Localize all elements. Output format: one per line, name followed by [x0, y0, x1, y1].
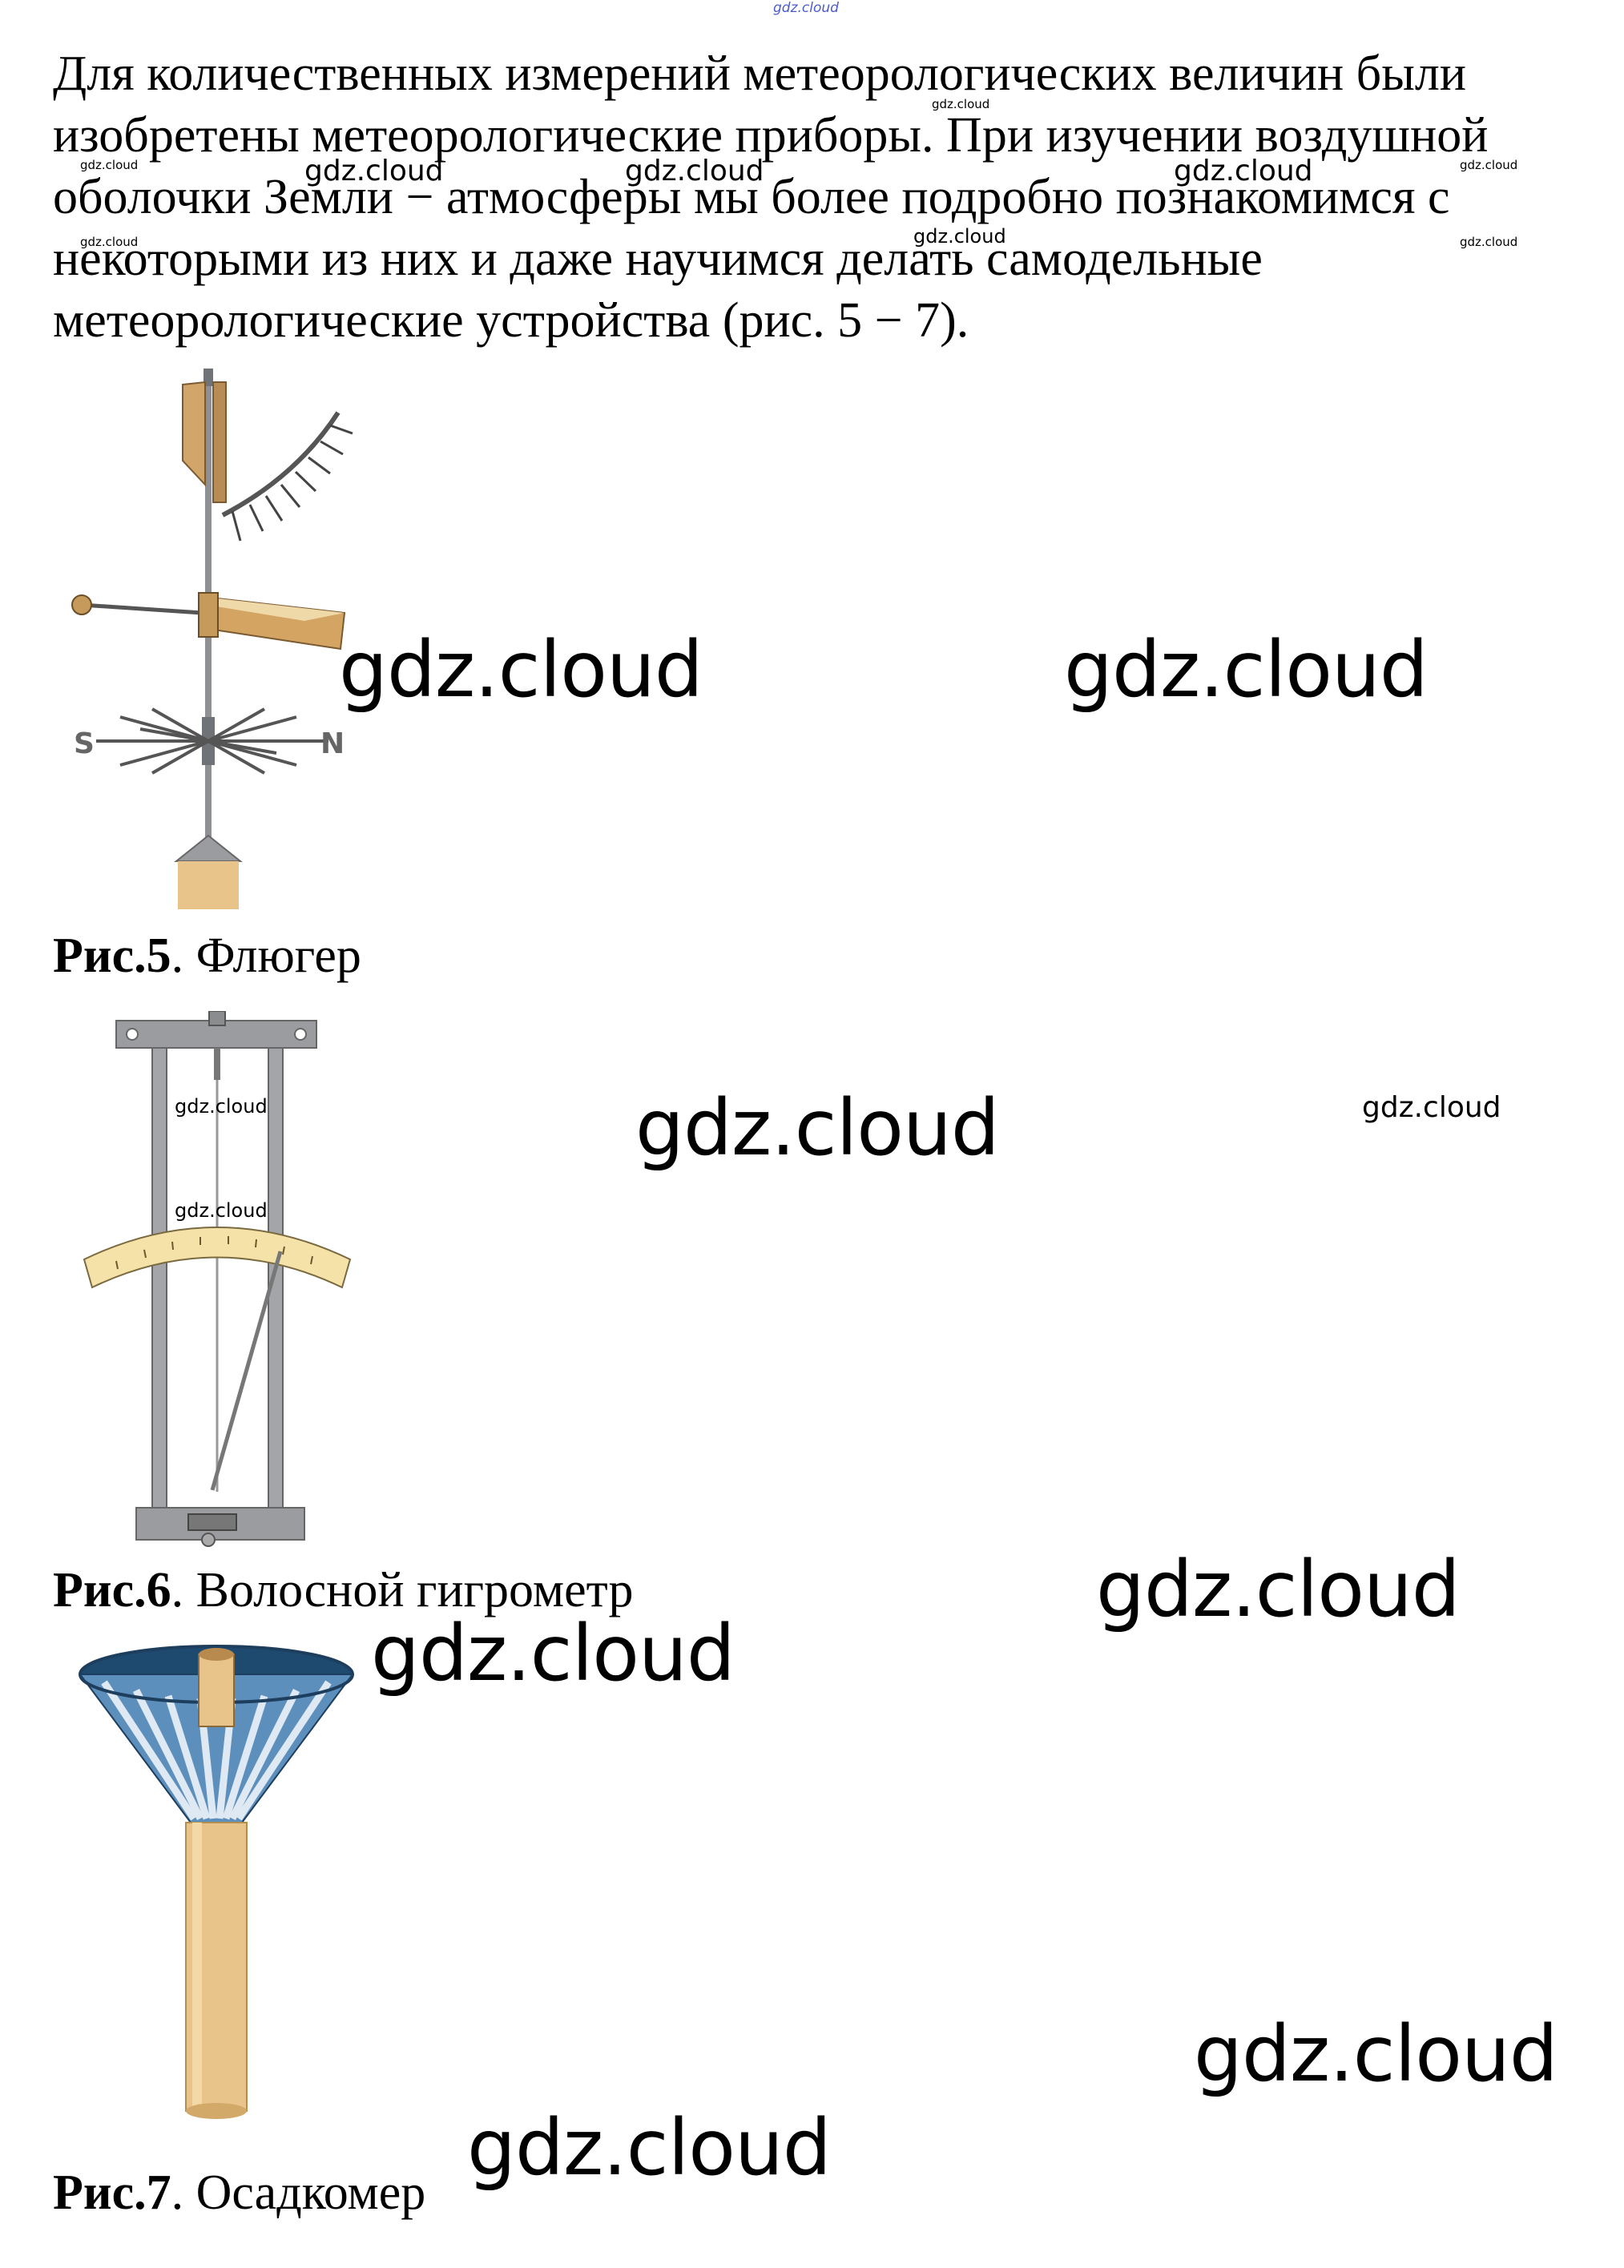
watermark: gdz.cloud [932, 97, 990, 111]
watermark: gdz.cloud [339, 625, 703, 715]
figure-7-title: . Осадкомер [171, 2165, 426, 2220]
figure-5-label: Рис.5 [53, 929, 171, 983]
watermark: gdz.cloud [625, 155, 764, 187]
compass-north-label: N [320, 727, 345, 760]
figure-7-label: Рис.7 [53, 2165, 171, 2220]
paragraph-line: изобретены метеорологические приборы. Пр… [53, 108, 1489, 163]
weather-vane-illustration: S N [71, 369, 353, 909]
watermark: gdz.cloud [1096, 1545, 1461, 1634]
rain-gauge-illustration [79, 1645, 354, 2119]
watermark: gdz.cloud [80, 235, 139, 249]
watermark: gdz.cloud [304, 155, 444, 187]
watermark: gdz.cloud [913, 225, 1006, 248]
paragraph-line: оболочки Земли − атмосферы мы более подр… [53, 170, 1450, 224]
watermark: gdz.cloud [1460, 235, 1518, 249]
intro-paragraph: Для количественных измерений метеорологи… [53, 43, 1599, 352]
figure-6-title: . Волосной гигрометр [171, 1563, 634, 1617]
watermark: gdz.cloud [467, 2103, 832, 2193]
hair-hygrometer-illustration [83, 1011, 352, 1547]
paragraph-line: метеорологические устройства (рис. 5 − 7… [53, 293, 969, 348]
paragraph-line: некоторыми из них и даже научимся делать… [53, 232, 1263, 286]
figure-7-caption: Рис.7. Осадкомер [53, 2165, 425, 2221]
figure-5-title: . Флюгер [171, 929, 361, 983]
watermark: gdz.cloud [1174, 155, 1313, 187]
watermark: gdz.cloud [175, 1199, 268, 1222]
compass-south-label: S [74, 727, 95, 760]
paragraph-line: Для количественных измерений метеорологи… [53, 46, 1467, 101]
watermark-top: gdz.cloud [773, 0, 839, 16]
figure-5-caption: Рис.5. Флюгер [53, 928, 361, 984]
figure-6-label: Рис.6 [53, 1563, 171, 1617]
watermark: gdz.cloud [1460, 158, 1518, 172]
figure-6-caption: Рис.6. Волосной гигрометр [53, 1562, 634, 1618]
watermark: gdz.cloud [1064, 625, 1429, 715]
watermark: gdz.cloud [635, 1083, 1000, 1173]
watermark: gdz.cloud [1194, 2009, 1558, 2099]
watermark: gdz.cloud [1362, 1091, 1501, 1124]
watermark: gdz.cloud [371, 1609, 735, 1698]
watermark: gdz.cloud [80, 158, 139, 172]
watermark: gdz.cloud [175, 1095, 268, 1118]
